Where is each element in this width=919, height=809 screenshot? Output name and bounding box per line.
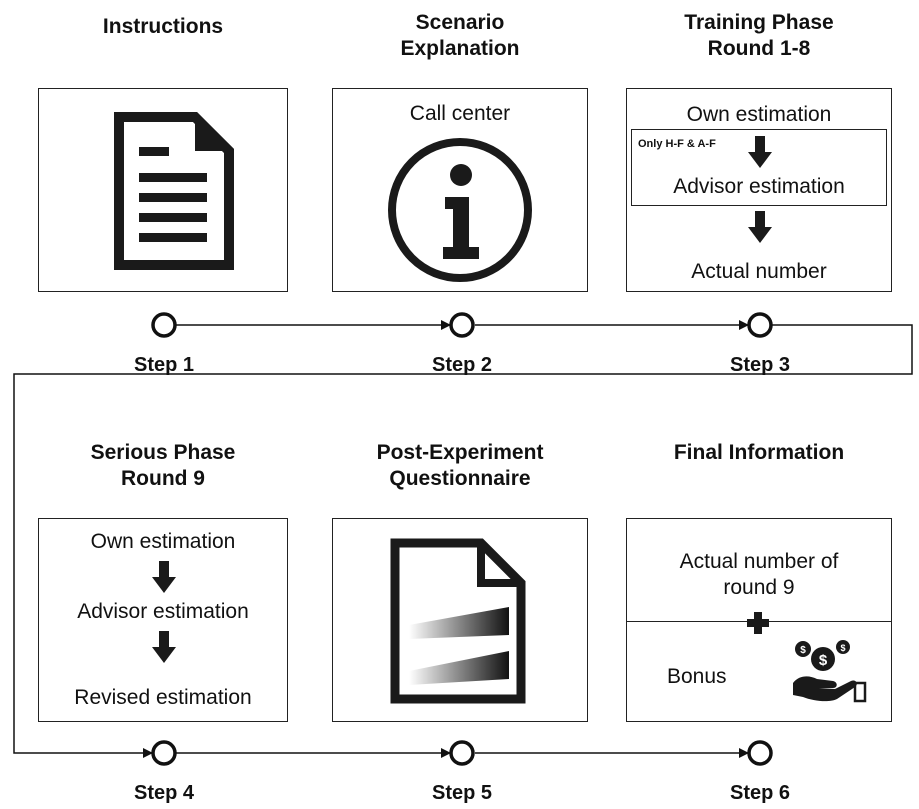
step4-label: Step 4 [133,782,195,804]
info-icon [388,138,532,282]
only-hf-af-label: Only H-F & A-F [638,138,716,150]
step3-title: Training Phase Round 1-8 [626,10,892,62]
down-arrow-icon [748,136,772,168]
money-hand-icon: $ $ $ [793,640,867,703]
step1-label: Step 1 [133,354,195,376]
step5-title: Post-Experiment Questionnaire [332,440,588,492]
call-center-text: Call center [409,102,511,125]
step6-box: Actual number of round 9 Bonus $ $ $ [626,518,892,722]
step6-title: Final Information [673,441,845,464]
step1-box [38,88,288,292]
step5-box [332,518,588,722]
bonus-label: Bonus [667,665,727,688]
step3-title-line2: Round 1-8 [707,37,811,60]
step3-node [747,312,773,338]
svg-text:$: $ [819,652,828,669]
step6-label: Step 6 [729,782,791,804]
step2-node [449,312,475,338]
step4-title: Serious Phase Round 9 [38,440,288,492]
step5-label: Step 5 [431,782,493,804]
step3-box: Own estimation Only H-F & A-F Advisor es… [626,88,892,292]
step4-box: Own estimation Advisor estimation Revise… [38,518,288,722]
step4-node [151,740,177,766]
step3-label: Step 3 [729,354,791,376]
step4-advisor-estimation: Advisor estimation [77,600,249,623]
step3-advisor-estimation: Advisor estimation [673,175,845,198]
step4-title-line2: Round 9 [121,467,205,490]
step2-title-line1: Scenario [415,11,505,34]
step1-title: Instructions [102,15,224,38]
step6-node [747,740,773,766]
svg-text:$: $ [800,645,806,656]
step2-label: Step 2 [431,354,493,376]
step4-revised-estimation: Revised estimation [74,686,252,709]
step5-title-line2: Questionnaire [389,467,531,490]
actual-number-line1: Actual number of [679,550,839,573]
step2-title: Scenario Explanation [332,10,588,62]
step5-node [449,740,475,766]
step3-inner-box: Only H-F & A-F Advisor estimation [631,129,887,206]
step4-title-line1: Serious Phase [90,441,236,464]
actual-number-round9: Actual number of round 9 [627,549,891,601]
step3-title-line1: Training Phase [684,11,834,34]
step3-own-estimation: Own estimation [686,103,832,126]
document-icon [114,112,234,270]
plus-icon [747,612,769,634]
down-arrow-icon [152,561,176,593]
actual-number-line2: round 9 [723,576,795,599]
step1-node [151,312,177,338]
svg-text:$: $ [840,643,845,653]
down-arrow-icon [748,211,772,243]
step5-title-line1: Post-Experiment [376,441,544,464]
step2-box: Call center [332,88,588,292]
questionnaire-document-icon [390,538,526,704]
step3-actual-number: Actual number [691,260,827,283]
step2-title-line2: Explanation [400,37,520,60]
step4-own-estimation: Own estimation [90,530,236,553]
down-arrow-icon [152,631,176,663]
